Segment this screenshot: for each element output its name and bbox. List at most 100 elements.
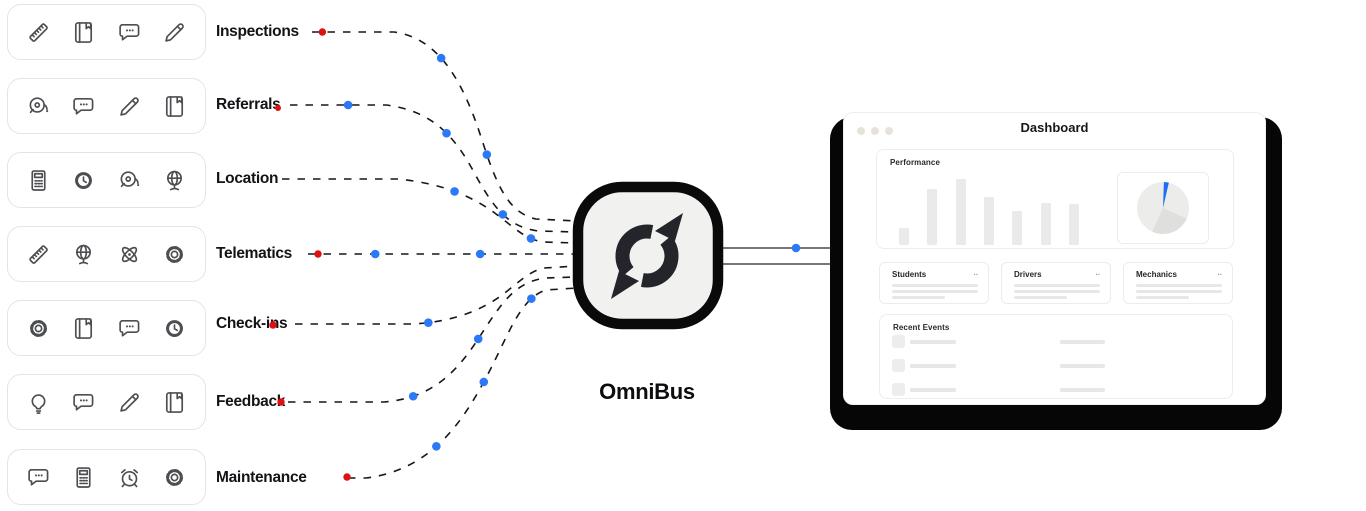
blue-data-dot (479, 377, 489, 387)
traffic-light-dot (885, 127, 893, 135)
source-label-maintenance: Maintenance (216, 469, 307, 486)
entity-cards-row: Students..Drivers..Mechanics.. (879, 262, 1233, 304)
recent-events-panel: Recent Events (879, 314, 1233, 399)
traffic-light-dot (857, 127, 865, 135)
blue-data-dot (482, 150, 492, 159)
chat-icon: .f{fill:#4c4e52;stroke:none} (28, 468, 49, 486)
omnibus-node-shape (572, 181, 724, 330)
omnibus-node (572, 181, 724, 330)
pie-slice-accent (1163, 182, 1169, 208)
card-title: Drivers (1014, 270, 1042, 279)
performance-bar (1069, 204, 1080, 245)
connector-lines (282, 31, 578, 479)
blue-data-dot (370, 249, 380, 259)
omnibus-logo-icon (611, 213, 683, 299)
gear-icon: .f{fill:#4c4e52;stroke:none} (165, 468, 183, 486)
pie-chart (1137, 182, 1189, 234)
skeleton-line (892, 296, 945, 299)
atom-icon: .f{fill:#4c4e52;stroke:none} (121, 246, 137, 262)
pie-chart-card (1117, 172, 1209, 244)
event-detail-line (1060, 388, 1105, 392)
event-text-line (910, 340, 956, 344)
output-lines (723, 247, 831, 265)
event-thumbnail (892, 359, 905, 372)
source-label-inspections: Inspections (216, 23, 299, 40)
source-label-check-ins: Check-ins (216, 315, 288, 332)
icon-box-feedback: .f{fill:#4c4e52;stroke:none} .f{fill:#4c4… (7, 374, 206, 430)
red-data-dot (343, 473, 351, 481)
card-menu-ellipsis-icon: .. (1217, 268, 1222, 277)
skeleton-line (1136, 284, 1222, 287)
pencil-icon: .f{fill:#4c4e52;stroke:none} (165, 22, 184, 42)
blue-data-dot (475, 249, 485, 259)
blue-data-dot (527, 294, 536, 303)
icon-box-inspections: .f{fill:#4c4e52;stroke:none} .f{fill:#4c4… (7, 4, 206, 60)
gear-icon: .f{fill:#4c4e52;stroke:none} (165, 245, 183, 263)
calculator-icon: .f{fill:#4c4e52;stroke:none} (76, 466, 91, 488)
icon-box-referrals: .f{fill:#4c4e52;stroke:none}.f{fill:#4c4… (7, 78, 206, 134)
icon-box-location: .f{fill:#4c4e52;stroke:none} .f{fill:#4c4… (7, 152, 206, 208)
blue-data-dot (442, 128, 451, 138)
card-drivers: Drivers.. (1001, 262, 1111, 304)
performance-panel: Performance (876, 149, 1234, 249)
source-label-telematics: Telematics (216, 245, 292, 262)
connector-line-6 (348, 287, 578, 479)
book-icon: .f{fill:#4c4e52;stroke:none} (165, 95, 184, 117)
source-label-referrals: Referrals (216, 96, 281, 113)
book-icon: .f{fill:#4c4e52;stroke:none} (75, 21, 93, 43)
globe-icon: .f{fill:#4c4e52;stroke:none} (76, 244, 92, 264)
performance-bar (927, 189, 938, 245)
alarm-icon: .f{fill:#4c4e52;stroke:none} (120, 468, 138, 487)
performance-bar (984, 197, 995, 245)
ruler-icon: .f{fill:#4c4e52;stroke:none} (29, 22, 48, 42)
blue-data-dot (791, 243, 801, 253)
performance-bar (899, 228, 909, 245)
card-mechanics: Mechanics.. (1123, 262, 1233, 304)
bell-icon: .f{fill:#4c4e52;stroke:none} (120, 170, 139, 187)
traffic-light-dot (871, 127, 879, 135)
card-title: Mechanics (1136, 270, 1177, 279)
event-detail-line (1060, 340, 1105, 344)
window-title: Dashboard (1020, 120, 1089, 135)
chat-icon: .f{fill:#4c4e52;stroke:none} (73, 393, 94, 411)
red-data-dot (318, 28, 327, 36)
red-data-dot (314, 250, 322, 258)
connector-line-4 (295, 265, 578, 325)
ruler-icon: .f{fill:#4c4e52;stroke:none} (29, 244, 48, 264)
event-text-line (910, 388, 956, 392)
gear-icon: .f{fill:#4c4e52;stroke:none} (30, 319, 47, 337)
blue-data-dot (343, 100, 353, 110)
event-thumbnail (892, 335, 905, 348)
dashboard-window: Dashboard Performance Students.. Drivers.… (843, 112, 1266, 405)
event-text-line (910, 364, 956, 368)
bulb-icon: .f{fill:#4c4e52;stroke:none} (31, 393, 46, 414)
skeleton-line (892, 290, 978, 293)
omnibus-node-label: OmniBus (599, 379, 695, 404)
card-title: Students (892, 270, 927, 279)
source-label-location: Location (216, 170, 279, 187)
card-menu-ellipsis-icon: .. (973, 268, 978, 277)
skeleton-line (1014, 290, 1100, 293)
card-students: Students.. (879, 262, 989, 304)
source-label-feedback: Feedback (216, 393, 286, 410)
book-icon: .f{fill:#4c4e52;stroke:none} (165, 391, 184, 413)
event-thumbnail (892, 383, 905, 396)
icon-box-telematics: .f{fill:#4c4e52;stroke:none} .f{fill:#4c4… (7, 226, 206, 282)
connector-line-1 (290, 104, 578, 233)
blue-data-dot (432, 442, 441, 451)
clock-icon: .f{fill:#4c4e52;stroke:none} (75, 171, 93, 189)
clock-icon: .f{fill:#4c4e52;stroke:none} (166, 319, 183, 337)
blue-data-dot (498, 210, 508, 219)
performance-bar (1040, 203, 1051, 245)
blue-data-dot (473, 334, 483, 344)
skeleton-line (1014, 284, 1100, 287)
performance-panel-title: Performance (890, 158, 941, 167)
performance-bar (1012, 211, 1023, 245)
blue-data-dot (408, 391, 418, 401)
recent-events-title: Recent Events (893, 323, 950, 332)
blue-data-dot (450, 187, 459, 196)
blue-data-dot (526, 234, 536, 243)
book-icon: .f{fill:#4c4e52;stroke:none} (75, 317, 93, 339)
connector-line-5 (288, 276, 578, 403)
